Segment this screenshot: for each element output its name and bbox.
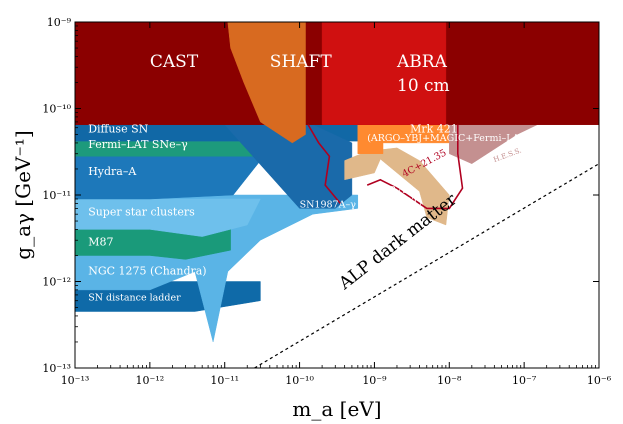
y-tick-label: 10⁻¹² (42, 276, 71, 289)
label-fermi-lat-sne: Fermi–LAT SNe–γ (88, 138, 188, 151)
line-4c-21-35 (366, 124, 464, 210)
label-sn-distance-ladder: SN distance ladder (88, 293, 181, 304)
region-m87 (75, 229, 231, 260)
x-tick-label: 10⁻⁷ (512, 374, 537, 387)
x-tick-label: 10⁻¹⁰ (285, 374, 314, 387)
limit-lines (254, 124, 599, 368)
line-alp-dark-matter (254, 163, 599, 368)
region-shaft (227, 22, 306, 144)
label-fermi-lat: (Fermi–LAT) (363, 196, 422, 207)
x-tick-label: 10⁻⁸ (437, 374, 462, 387)
x-tick-label: 10⁻¹² (136, 374, 165, 387)
label-hydra-a: Hydra–A (88, 165, 137, 178)
y-tick-label: 10⁻¹⁰ (42, 103, 71, 116)
x-tick-label: 10⁻⁶ (587, 374, 612, 387)
exclusion-regions (75, 22, 599, 343)
label-10-cm: 10 cm (397, 76, 450, 96)
y-axis-label: g_aγ [GeV⁻¹] (11, 130, 35, 259)
x-tick-label: 10⁻¹¹ (210, 374, 239, 387)
region-abra-10-cm (321, 22, 447, 125)
x-tick-label: 10⁻⁹ (362, 374, 387, 387)
axis-ticks: 10⁻¹³ 10⁻¹² 10⁻¹¹ 10⁻¹⁰ 10⁻⁹ 10⁻⁸ 10⁻⁷ 10⁻⁶ 10⁻¹… (42, 16, 611, 387)
x-axis-label: m_a [eV] (292, 397, 381, 421)
label-ngc-1275: NGC 1275 (358, 185, 408, 196)
label-ngc-1275-chandra: NGC 1275 (Chandra) (88, 265, 206, 278)
y-tick-label: 10⁻¹¹ (42, 189, 71, 202)
region-super-star-clusters (75, 198, 261, 237)
line-sn1987a-boundary (307, 124, 341, 204)
label-abra: ABRA (396, 52, 448, 72)
y-tick-label: 10⁻¹³ (42, 362, 71, 375)
label-m87: M87 (88, 236, 113, 249)
x-tick-label: 10⁻¹³ (61, 374, 90, 387)
label-argo-ybj-magic-fermi-lat: (ARGO–YBJ+MAGIC+Fermi–LAT) (367, 133, 529, 144)
label-cast: CAST (150, 52, 199, 72)
label-diffuse-sn: Diffuse SN (88, 122, 148, 135)
label-shaft: SHAFT (270, 52, 333, 72)
label-sn1987a: SN1987A–γ (300, 199, 357, 210)
label-mrk-421: Mrk 421 (410, 122, 458, 135)
y-tick-label: 10⁻⁹ (47, 16, 72, 29)
label-super-star-clusters: Super star clusters (88, 206, 195, 219)
